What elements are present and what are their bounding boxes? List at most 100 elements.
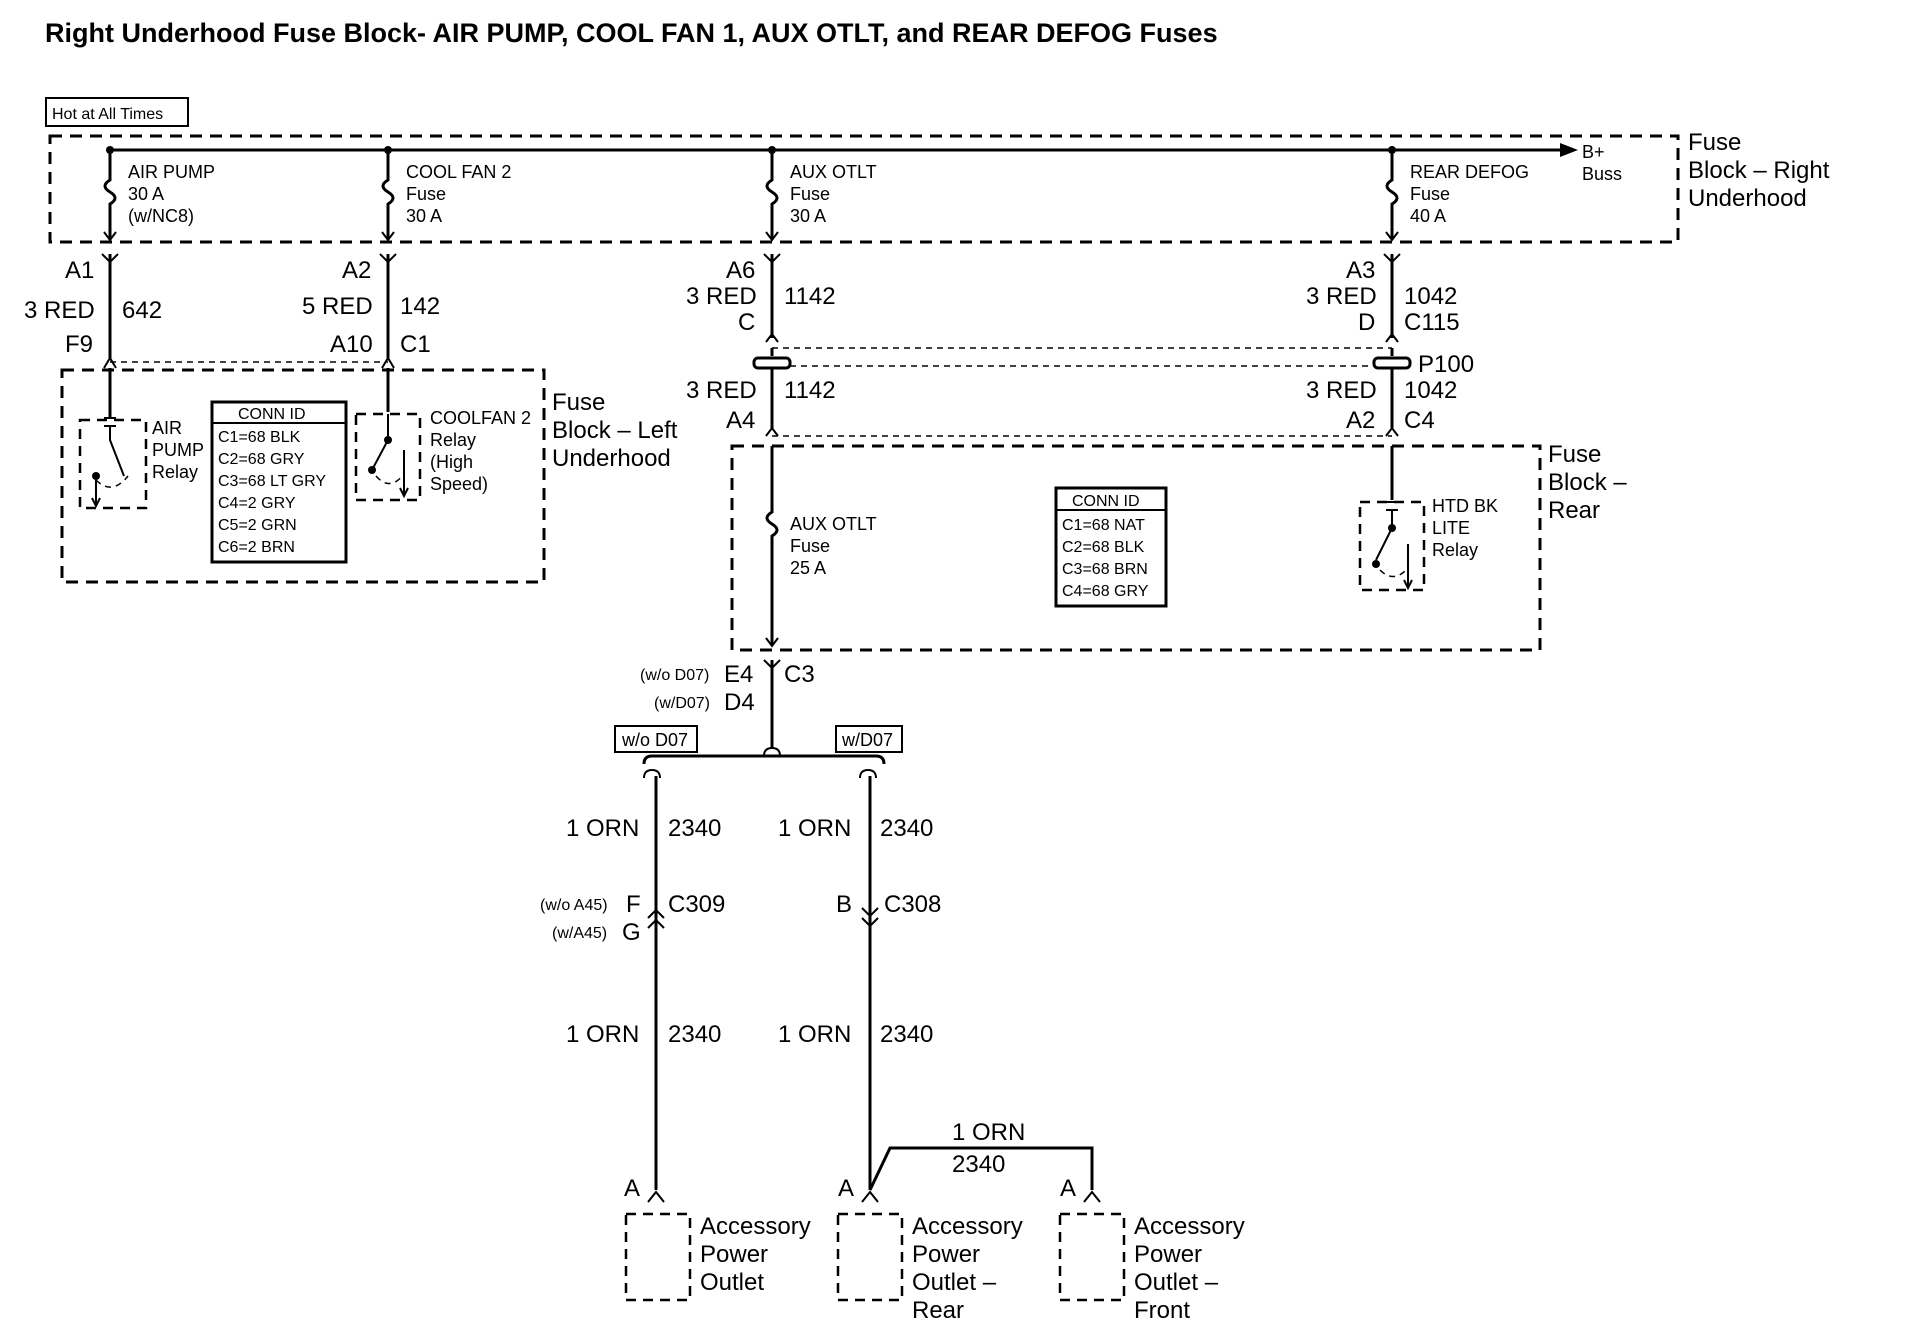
air-pump-relay-label-2: PUMP (152, 440, 204, 460)
fuse-block-rear-label-1: Fuse (1548, 441, 1601, 468)
pin-c4: C4 (1404, 407, 1435, 434)
fuse-block-left-label-3: Underhood (552, 445, 671, 472)
b-plus-label: B+ (1582, 142, 1605, 162)
option-box-w-d07-label: w/D07 (841, 730, 893, 750)
pin-a1: A1 (65, 257, 94, 284)
wire-2340-right-circuit-upper: 2340 (880, 815, 933, 842)
conn-id-left-row: C1=68 BLK (218, 429, 301, 446)
wire-2340-right-circuit-lower: 2340 (880, 1021, 933, 1048)
fuse-cool-fan2-label-3: 30 A (406, 206, 442, 226)
fuse-air-pump-label-2: 30 A (128, 184, 164, 204)
fuse-cool-fan2-label-2: Fuse (406, 184, 446, 204)
fuse-aux-otlt-rear-icon (765, 446, 779, 646)
connector-male-icon (861, 1190, 879, 1203)
b-plus-arrow-icon (1560, 143, 1578, 157)
fuse-aux-otlt-label-2: Fuse (790, 184, 830, 204)
pin-a10: A10 (330, 331, 373, 358)
p100-grommet-icon (1372, 356, 1412, 370)
buss-label: Buss (1582, 164, 1622, 184)
pin-a2: A2 (342, 257, 371, 284)
outlet-accessory-label-1: Accessory (700, 1213, 811, 1240)
pin-c3: C3 (784, 661, 815, 688)
fuse-rear-defog-label-1: REAR DEFOG (1410, 162, 1529, 182)
coolfan2-relay-label-1: COOLFAN 2 (430, 408, 531, 428)
outlet-rear-label-4: Rear (912, 1297, 964, 1324)
fuse-air-pump-label-1: AIR PUMP (128, 162, 215, 182)
connector-male-icon (765, 426, 779, 437)
relay-coil-link-icon (375, 473, 405, 485)
fuse-block-right-label-1: Fuse (1688, 129, 1741, 156)
outlet-rear-label-2: Power (912, 1241, 980, 1268)
wire-1142-circuit-upper: 1142 (784, 283, 836, 310)
relay-ground-arrow-icon (399, 450, 409, 499)
conn-id-left-row: C2=68 GRY (218, 451, 305, 468)
fuse-block-rear-label-2: Block – (1548, 469, 1627, 496)
air-pump-relay-switch-icon (104, 417, 125, 477)
accessory-power-outlet-rear-box (836, 1212, 904, 1302)
fuse-block-rear-label-3: Rear (1548, 497, 1600, 524)
pin-f: F (626, 891, 641, 918)
connector-male-icon (647, 1190, 665, 1203)
fuse-aux-otlt-label-1: AUX OTLT (790, 162, 877, 182)
pin-c309: C309 (668, 891, 725, 918)
coolfan2-relay-label-3: (High (430, 452, 473, 472)
option-w-d07-label: (w/D07) (654, 695, 710, 712)
hot-at-all-times-label: Hot at All Times (52, 106, 163, 123)
wire-1142-circuit-lower: 1142 (784, 377, 836, 404)
pin-d: D (1358, 309, 1375, 336)
wire-2340-right-color-upper: 1 ORN (778, 815, 851, 842)
wire-642-color: 3 RED (24, 297, 95, 324)
outlet-front-label-3: Outlet – (1134, 1269, 1219, 1296)
fuse-block-left-underhood-outline (60, 368, 546, 584)
relay-contact-dot (384, 436, 392, 444)
conn-id-left-table (210, 400, 348, 564)
pin-outlet-a-3: A (1060, 1175, 1076, 1202)
wire-142-color: 5 RED (302, 293, 373, 320)
fuse-block-left-label-2: Block – Left (552, 417, 678, 444)
arrow-icon (765, 231, 779, 242)
outlet-accessory-label-3: Outlet (700, 1269, 764, 1296)
fuse-block-right-underhood-outline (48, 134, 1680, 244)
wire-2340-left-color-lower: 1 ORN (566, 1021, 639, 1048)
p100-grommet-icon (752, 356, 792, 370)
conn-id-left-row: C3=68 LT GRY (218, 473, 326, 490)
option-wo-a45-label: (w/o A45) (540, 897, 608, 914)
arrow-icon (103, 231, 117, 242)
wire-2340-left-color-upper: 1 ORN (566, 815, 639, 842)
fuse-aux-otlt-rear-label-2: Fuse (790, 536, 830, 556)
outlet-front-label-4: Front (1134, 1297, 1190, 1324)
pin-c308: C308 (884, 891, 941, 918)
option-box-wo-d07 (614, 725, 698, 753)
wire-1042-circuit-upper: 1042 (1404, 283, 1457, 310)
wire-642-circuit: 642 (122, 297, 162, 324)
fuse-block-right-label-3: Underhood (1688, 185, 1807, 212)
relay-contact-dot (1388, 524, 1396, 532)
wire-1142-color-lower: 3 RED (686, 377, 757, 404)
htd-bk-lite-relay-label-2: LITE (1432, 518, 1470, 538)
connector-male-icon (103, 356, 117, 369)
pin-c: C (738, 309, 755, 336)
fuse-aux-otlt-rear-label-1: AUX OTLT (790, 514, 877, 534)
outlet-rear-label-3: Outlet – (912, 1269, 997, 1296)
coolfan2-relay-box (354, 412, 422, 502)
pin-p100: P100 (1418, 351, 1474, 378)
air-pump-relay-label-1: AIR (152, 418, 182, 438)
option-box-w-d07 (835, 725, 903, 753)
relay-contact-dot (1372, 560, 1380, 568)
conn-id-left-row: C6=2 BRN (218, 539, 295, 556)
pin-f9: F9 (65, 331, 93, 358)
relay-contact-dot (368, 466, 376, 474)
option-split-line (642, 754, 886, 765)
coolfan2-relay-label-2: Relay (430, 430, 476, 450)
connector-male-icon (1385, 332, 1399, 343)
diagram-title: Right Underhood Fuse Block- AIR PUMP, CO… (45, 18, 1218, 48)
htd-bk-lite-relay-switch-icon (1375, 501, 1398, 561)
fuse-cool-fan2-label-1: COOL FAN 2 (406, 162, 511, 182)
pin-g: G (622, 919, 641, 946)
fuse-block-left-label-1: Fuse (552, 389, 605, 416)
conn-id-rear-row: C1=68 NAT (1062, 517, 1145, 534)
arrow-icon (765, 637, 779, 648)
fuse-air-pump-label-3: (w/NC8) (128, 206, 194, 226)
pin-outlet-a-2: A (838, 1175, 854, 1202)
connector-female-icon (643, 768, 661, 779)
